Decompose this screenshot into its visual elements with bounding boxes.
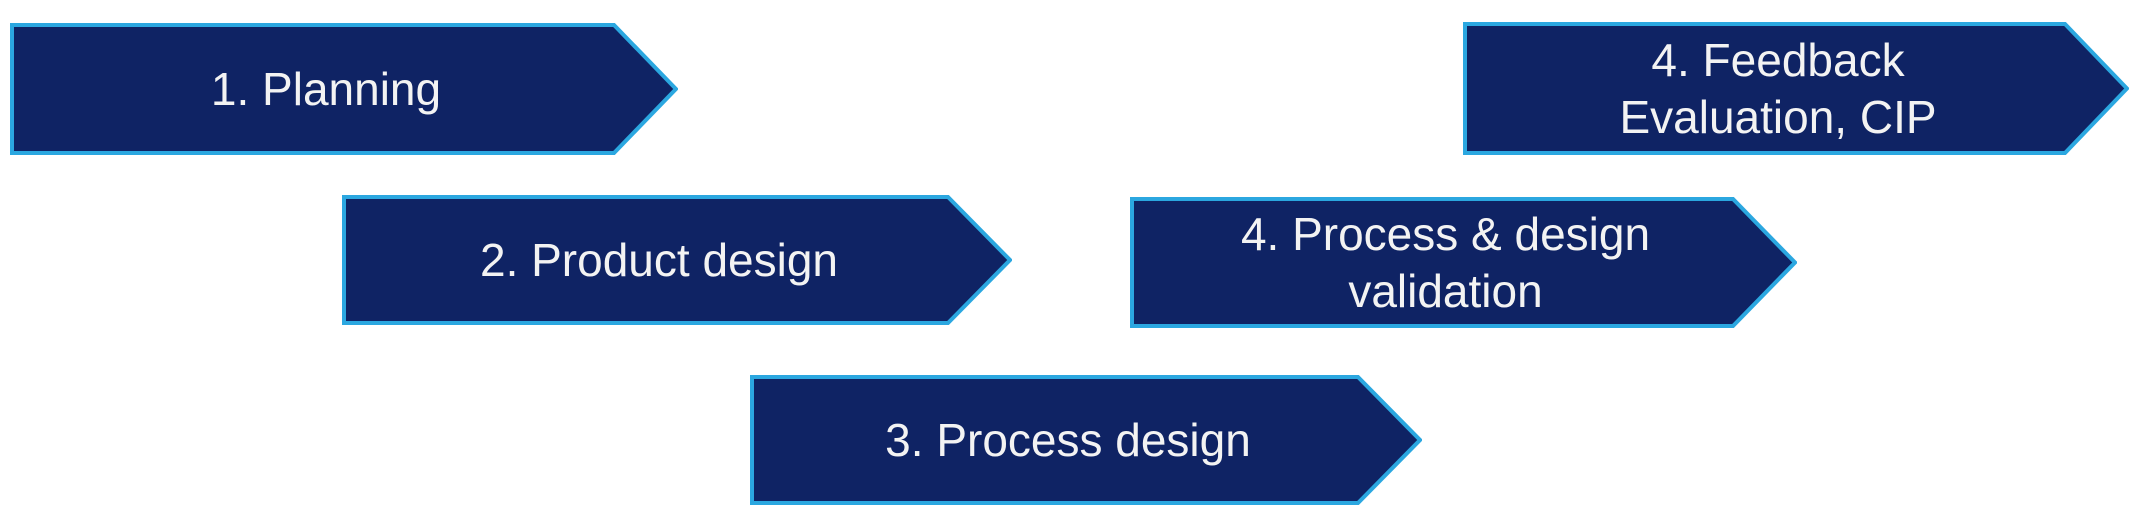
label-line: 4. Process & design: [1240, 208, 1651, 261]
step-feedback-evaluation-arrow: 4. Feedback Evaluation, CIP: [1463, 22, 2129, 155]
step-planning-label: 1. Planning: [211, 61, 477, 117]
step-process-design-validation-arrow: 4. Process & design validation: [1130, 197, 1797, 328]
step-feedback-evaluation-label: 4. Feedback Evaluation, CIP: [1619, 32, 1972, 144]
label-line: validation: [1348, 264, 1543, 317]
label-line: 2. Product design: [479, 233, 838, 286]
arrow-pentagon-shape: [10, 23, 678, 155]
arrow-pentagon-shape: [1130, 197, 1797, 328]
step-process-design-validation-label: 4. Process & design validation: [1241, 206, 1686, 318]
label-line: Evaluation, CIP: [1619, 90, 1937, 143]
step-product-design-arrow: 2. Product design: [342, 195, 1012, 325]
step-planning-arrow: 1. Planning: [10, 23, 678, 155]
step-process-design-label: 3. Process design: [885, 412, 1287, 468]
step-product-design-label: 2. Product design: [480, 232, 874, 288]
arrow-pentagon-shape: [342, 195, 1012, 325]
step-process-design-arrow: 3. Process design: [750, 375, 1422, 505]
label-line: 4. Feedback: [1651, 34, 1905, 87]
label-line: 3. Process design: [885, 413, 1251, 466]
arrow-pentagon-shape: [750, 375, 1422, 505]
label-line: 1. Planning: [210, 62, 442, 115]
arrow-pentagon-shape: [1463, 22, 2129, 155]
